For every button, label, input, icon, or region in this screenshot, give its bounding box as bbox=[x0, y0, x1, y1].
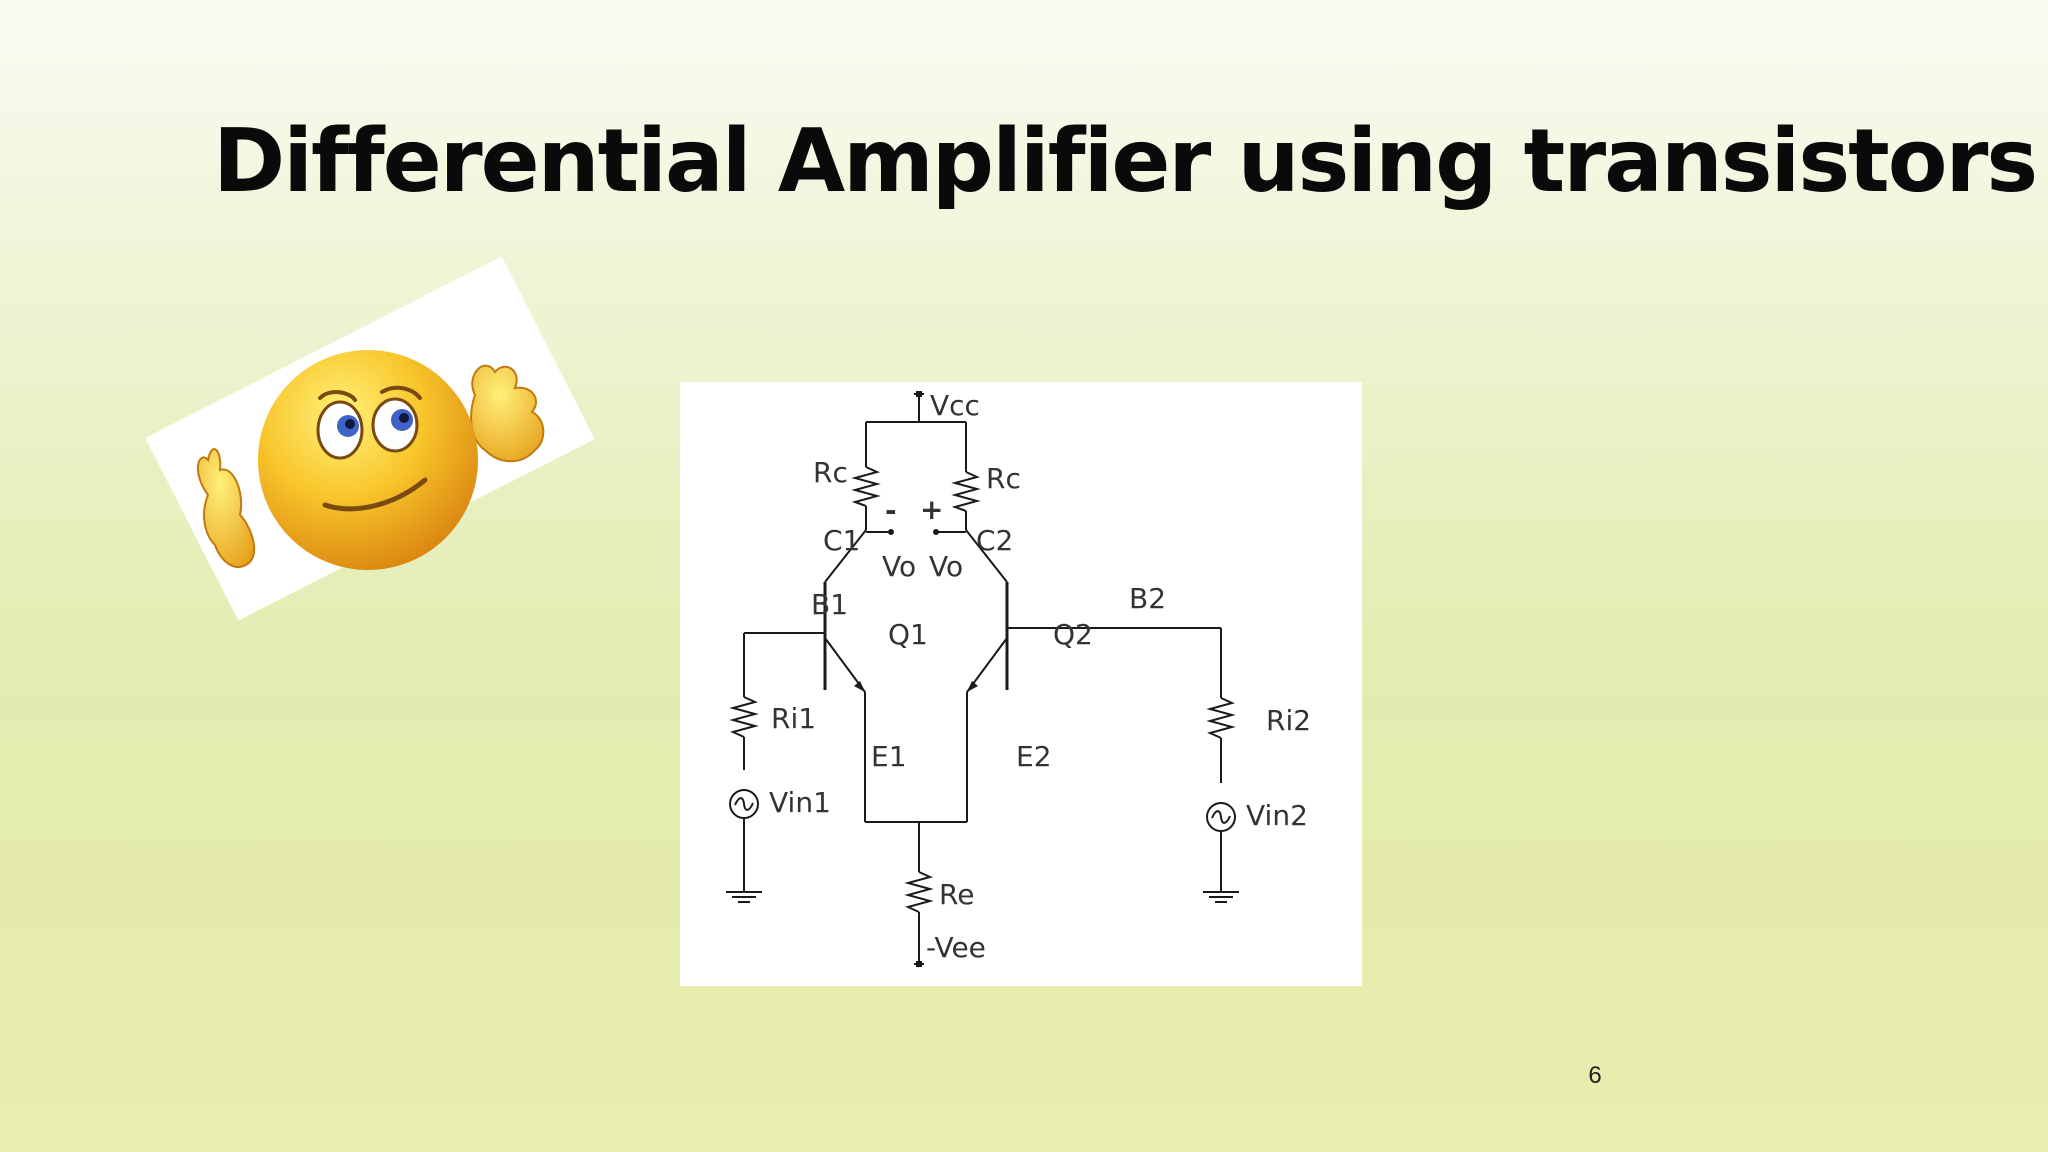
q1-collector bbox=[824, 529, 867, 583]
vo-plus-sign: + bbox=[920, 493, 943, 526]
q2-label: Q2 bbox=[1053, 618, 1093, 651]
vin2-tilde bbox=[1211, 810, 1231, 824]
q1-label: Q1 bbox=[888, 618, 928, 651]
q1-emitter-arrow bbox=[854, 681, 865, 692]
vo-right-terminal bbox=[933, 529, 939, 535]
vin1-label: Vin1 bbox=[769, 786, 831, 819]
vin2-label: Vin2 bbox=[1246, 799, 1308, 832]
e1-label: E1 bbox=[871, 740, 907, 773]
rc-right-label: Rc bbox=[986, 462, 1021, 495]
rc-left-label: Rc bbox=[813, 456, 848, 489]
re-resistor bbox=[904, 871, 934, 913]
ri2-resistor bbox=[1206, 697, 1236, 739]
b1-label: B1 bbox=[811, 588, 848, 621]
vcc-dot bbox=[916, 391, 922, 397]
circuit-svg: Vcc Rc Rc C1 C2 - + Vo Vo B1 B2 Q1 Q2 E1… bbox=[726, 389, 1311, 967]
b2-label: B2 bbox=[1129, 582, 1166, 615]
ri2-label: Ri2 bbox=[1266, 704, 1311, 737]
vin1-tilde bbox=[734, 797, 754, 811]
confused-shrug-emoji-icon bbox=[196, 350, 545, 570]
vcc-label: Vcc bbox=[930, 389, 980, 422]
re-label: Re bbox=[939, 878, 974, 911]
vo-minus-sign: - bbox=[885, 494, 897, 527]
page-number: 6 bbox=[1588, 1062, 1602, 1089]
vee-dot bbox=[916, 961, 922, 967]
circuit-diagram: Vcc Rc Rc C1 C2 - + Vo Vo B1 B2 Q1 Q2 E1… bbox=[680, 382, 1362, 986]
vee-label: -Vee bbox=[926, 931, 986, 964]
vo-left-label: Vo bbox=[882, 550, 916, 583]
emoji-face-icon bbox=[258, 350, 478, 570]
ri1-label: Ri1 bbox=[771, 702, 816, 735]
vo-right-label: Vo bbox=[929, 550, 963, 583]
c1-label: C1 bbox=[823, 524, 860, 557]
ri1-resistor bbox=[729, 696, 759, 738]
vo-left-terminal bbox=[888, 529, 894, 535]
c2-label: C2 bbox=[976, 524, 1013, 557]
q2-emitter-arrow bbox=[967, 681, 978, 692]
q2-collector bbox=[965, 529, 1008, 583]
left-hand-icon bbox=[196, 448, 256, 568]
rc-right-resistor bbox=[951, 471, 981, 512]
right-hand-icon bbox=[470, 364, 545, 463]
slide-title: Differential Amplifier using transistors bbox=[213, 110, 2038, 212]
rc-left-resistor bbox=[851, 466, 881, 507]
e2-label: E2 bbox=[1016, 740, 1052, 773]
